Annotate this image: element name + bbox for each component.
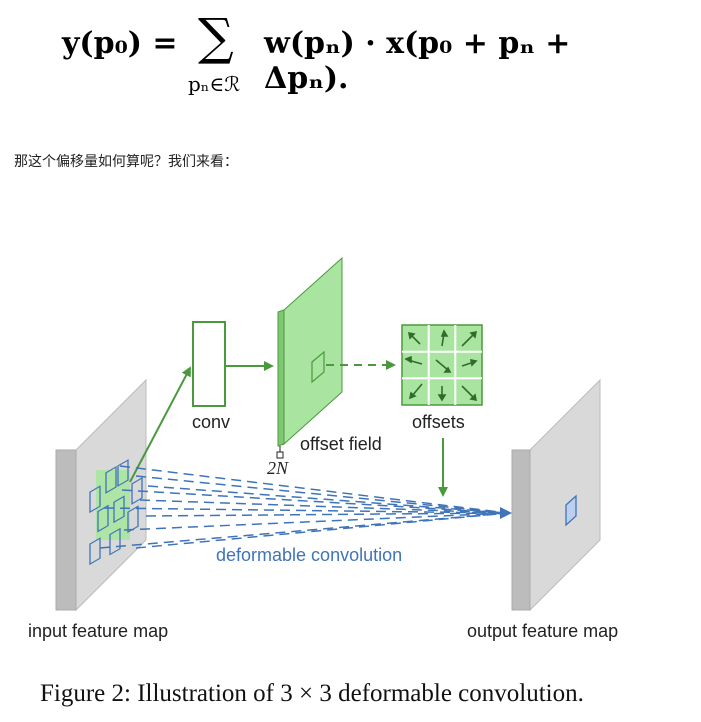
intro-text: 那这个偏移量如何算呢？我们来看： (14, 154, 238, 170)
deformable-convolution-label: deformable convolution (216, 545, 403, 565)
conv-box (192, 321, 226, 407)
input-to-conv-arrow (129, 366, 191, 483)
offsets-label: offsets (412, 412, 465, 432)
formula-rhs: w(pₙ) · x(p₀ + pₙ + Δpₙ). (264, 26, 571, 96)
formula: y(p₀) = ∑ pₙ∈ℛ w(pₙ) · x(p₀ + pₙ + Δpₙ). (62, 8, 662, 100)
offset-sampling-squares (89, 459, 143, 566)
offset-field-label: offset field (300, 434, 382, 454)
offsets-grid (401, 324, 483, 406)
deformable-convolution-lines (99, 465, 509, 549)
offset-field-plane (276, 256, 343, 459)
figure-caption: Figure 2: Illustration of 3 × 3 deformab… (40, 680, 584, 707)
output-feature-map-plane (511, 378, 601, 612)
conv-label: conv (192, 412, 231, 432)
formula-sum-subscript: pₙ∈ℛ (188, 72, 241, 96)
formula-sum-symbol: ∑ (198, 8, 234, 66)
input-feature-map-label: input feature map (28, 621, 169, 641)
two-n-label: 2N (267, 458, 289, 478)
output-feature-map-label: output feature map (467, 621, 619, 641)
formula-lhs: y(p₀) = (62, 26, 178, 61)
